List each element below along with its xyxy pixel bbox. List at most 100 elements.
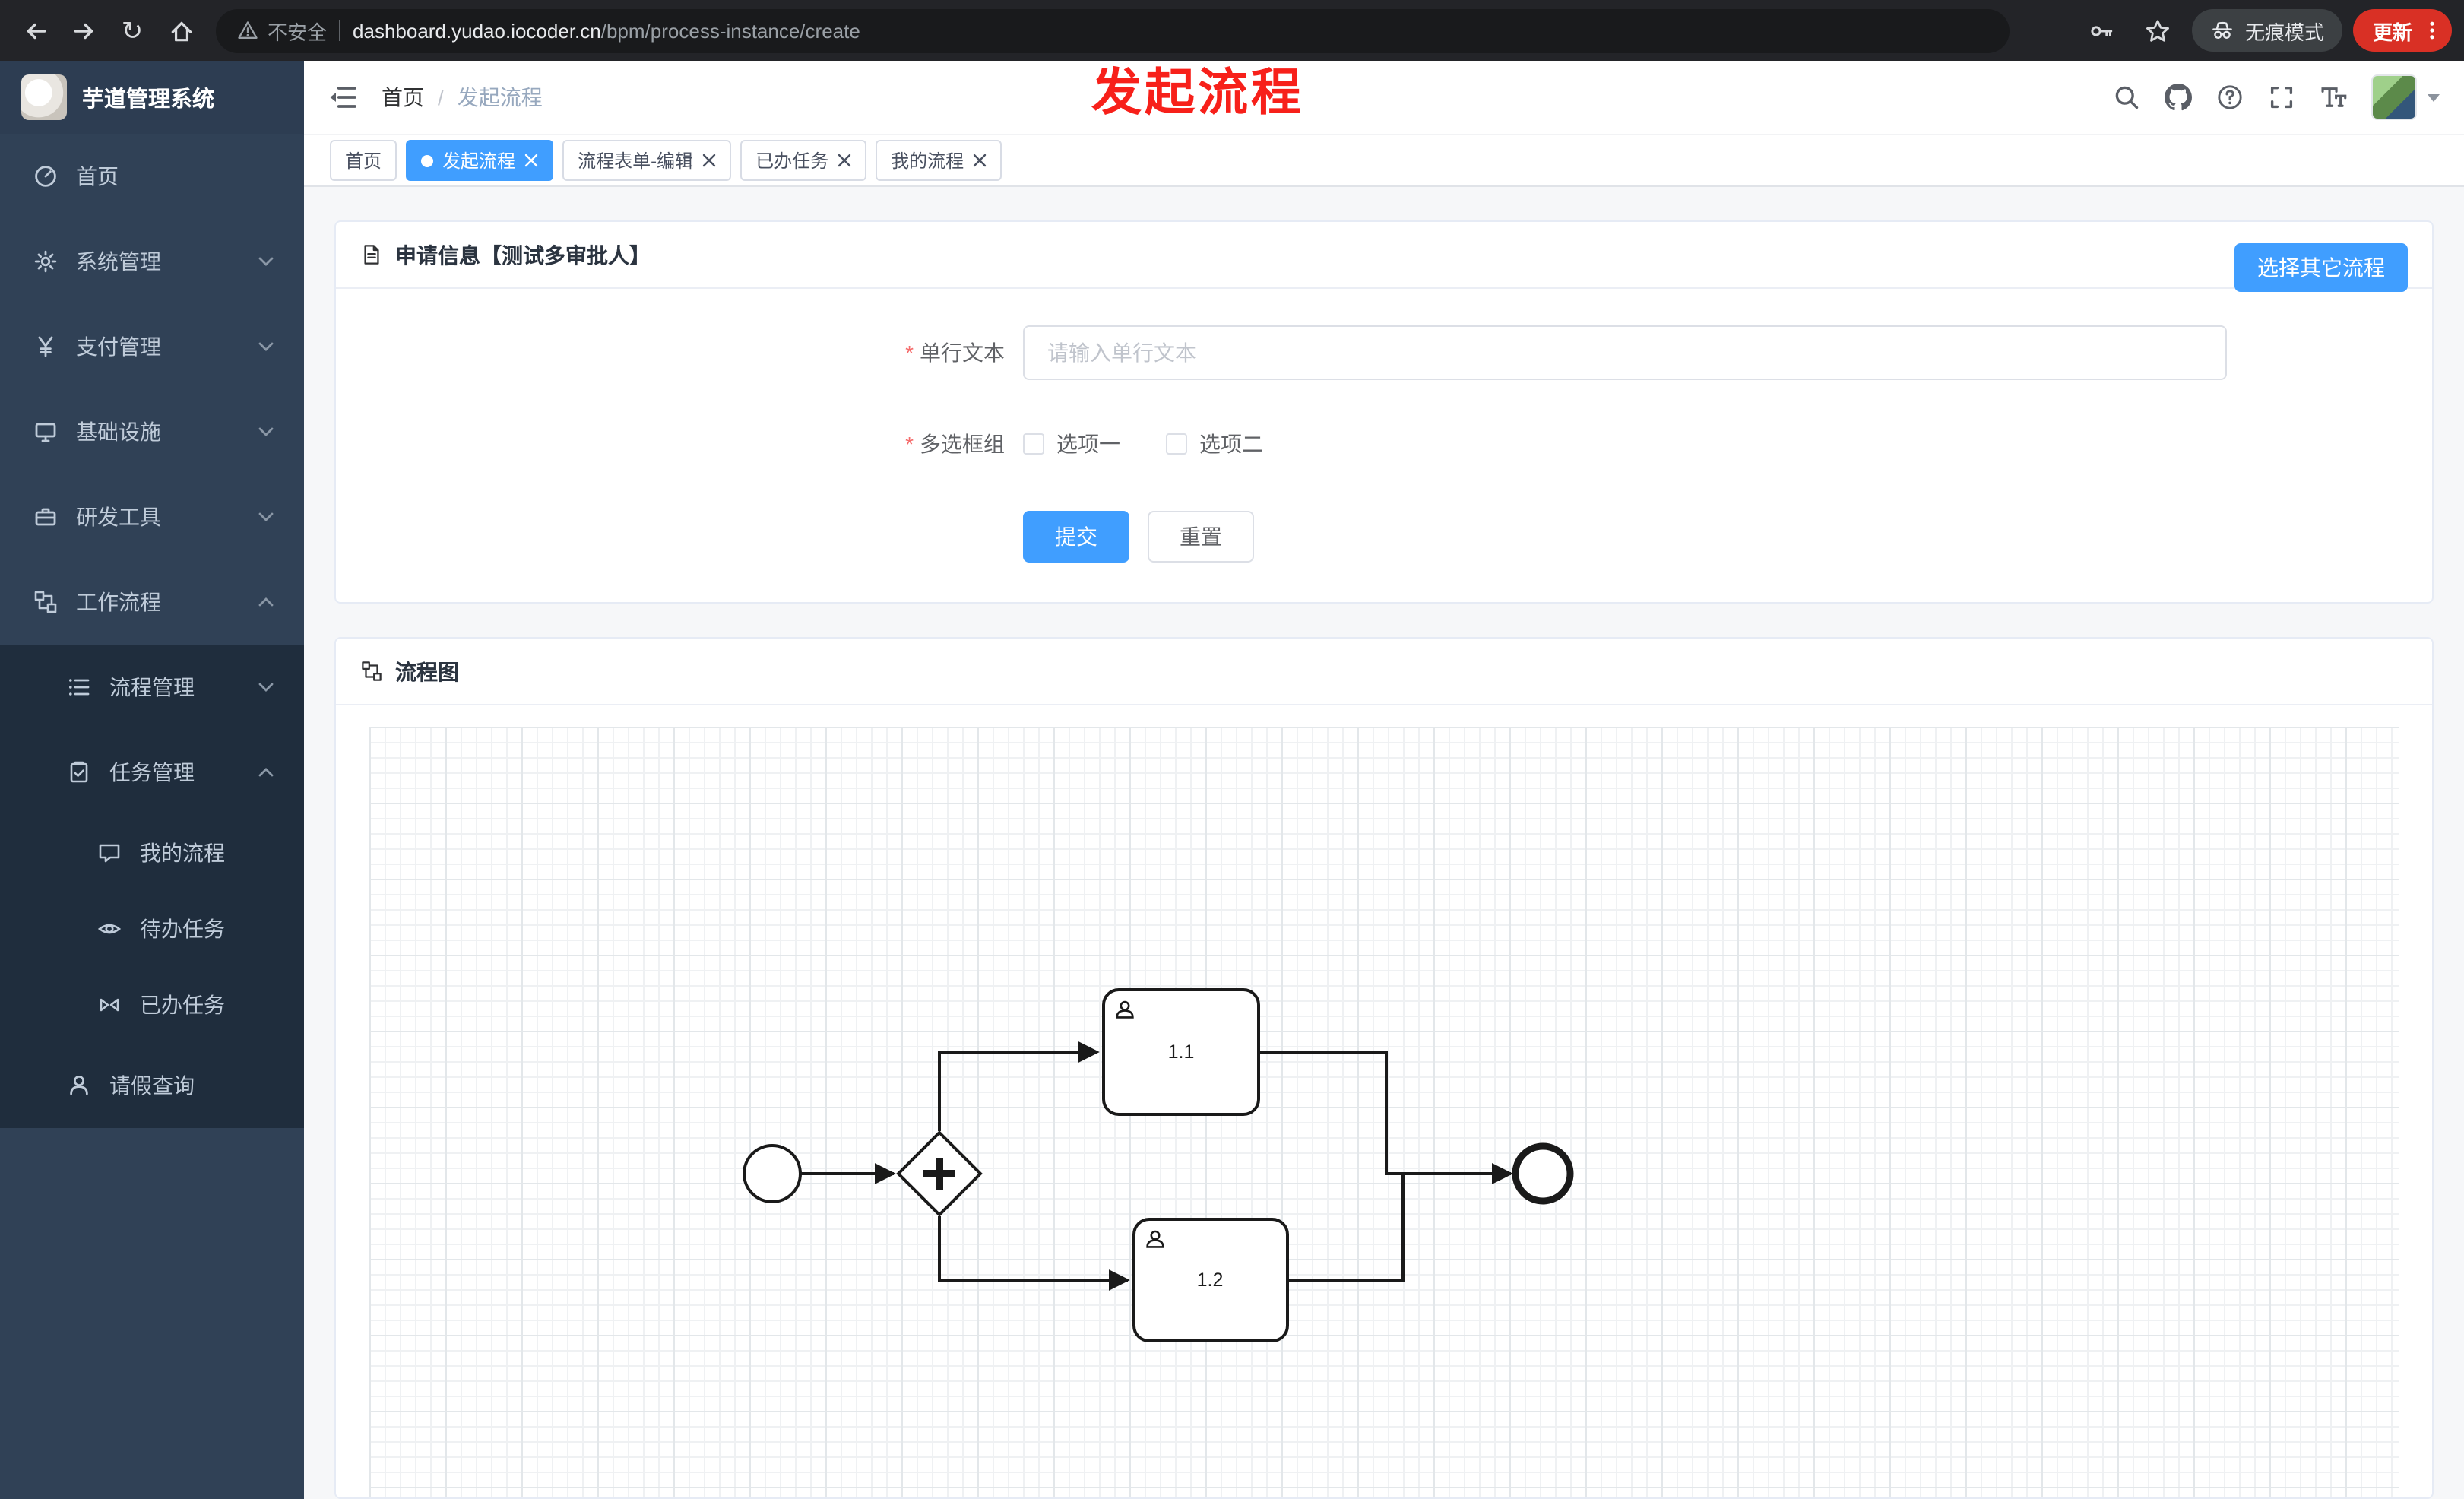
bpmn-canvas[interactable]: 1.1 1.2 <box>369 727 2399 1497</box>
question-circle-icon <box>2218 85 2242 109</box>
bpmn-end-event <box>1512 1142 1574 1205</box>
chat-bubble-icon <box>99 844 120 863</box>
checkbox-group: 选项一 选项二 <box>1023 429 1263 459</box>
fullscreen-icon <box>2270 86 2293 109</box>
list-icon <box>69 679 90 696</box>
page-url: dashboard.yudao.iocoder.cn/bpm/process-i… <box>353 19 860 42</box>
application-info-card: 申请信息【测试多审批人】 选择其它流程 *单行文本 *多选框组 选项一 <box>334 220 2434 604</box>
sidebar-item-todo-tasks[interactable]: 待办任务 <box>0 891 304 967</box>
omnibox-divider <box>339 20 341 41</box>
sidebar-item-payment[interactable]: 支付管理 <box>0 304 304 389</box>
task-label: 1.1 <box>1168 1041 1195 1063</box>
tab-close-icon[interactable] <box>524 154 538 167</box>
checkbox-icon <box>1023 433 1044 455</box>
browser-menu-icon[interactable] <box>2420 18 2444 43</box>
chevron-down-icon <box>258 683 274 692</box>
checkbox-option-1[interactable]: 选项一 <box>1023 429 1120 459</box>
fullscreen-button[interactable] <box>2268 84 2295 111</box>
dashboard-icon <box>35 166 56 187</box>
github-icon <box>2165 84 2192 111</box>
font-size-button[interactable] <box>2320 84 2347 111</box>
flowchart-icon <box>362 661 382 681</box>
bookmark-button[interactable] <box>2136 8 2181 53</box>
document-icon <box>364 245 379 265</box>
update-label: 更新 <box>2372 21 2412 43</box>
sidebar-item-my-process[interactable]: 我的流程 <box>0 815 304 891</box>
password-manager-button[interactable] <box>2079 8 2125 53</box>
update-button[interactable]: 更新 <box>2352 9 2452 52</box>
sidebar-item-devtools[interactable]: 研发工具 <box>0 474 304 559</box>
browser-forward-button[interactable] <box>61 8 106 53</box>
back-arrow-icon <box>26 22 46 39</box>
breadcrumb: 首页 / 发起流程 <box>382 82 543 113</box>
search-button[interactable] <box>2113 84 2140 111</box>
browser-reload-button[interactable]: ↻ <box>109 8 155 53</box>
sidebar-item-label: 工作流程 <box>76 590 161 614</box>
chevron-up-icon <box>258 597 274 607</box>
chevron-up-icon <box>258 768 274 777</box>
reset-button[interactable]: 重置 <box>1148 511 1254 563</box>
security-status[interactable]: 不安全 <box>237 16 327 45</box>
user-menu[interactable] <box>2371 74 2440 120</box>
breadcrumb-separator: / <box>438 85 444 109</box>
tab-start-process[interactable]: 发起流程 <box>406 140 554 181</box>
help-button[interactable] <box>2216 84 2244 111</box>
browser-back-button[interactable] <box>12 8 58 53</box>
sidebar-item-process-mgmt[interactable]: 流程管理 <box>0 645 304 730</box>
sidebar-item-task-mgmt[interactable]: 任务管理 <box>0 730 304 815</box>
single-line-text-input[interactable] <box>1023 325 2227 380</box>
main-area: 首页 / 发起流程 发起流程 <box>304 61 2464 1499</box>
tab-close-icon[interactable] <box>973 154 987 167</box>
sidebar-item-label: 首页 <box>76 164 119 189</box>
select-other-process-button[interactable]: 选择其它流程 <box>2234 243 2408 292</box>
red-annotation-text: 发起流程 <box>1091 64 1304 120</box>
tab-form-edit[interactable]: 流程表单-编辑 <box>562 140 732 181</box>
chevron-down-icon <box>258 257 274 266</box>
app-logo <box>21 74 67 120</box>
incognito-label: 无痕模式 <box>2244 21 2324 43</box>
caret-down-icon <box>2428 93 2440 101</box>
tab-close-icon[interactable] <box>702 154 716 167</box>
yen-icon <box>38 336 53 357</box>
sidebar-item-system[interactable]: 系统管理 <box>0 219 304 304</box>
url-path: /bpm/process-instance/create <box>600 19 860 42</box>
tab-label: 已办任务 <box>755 151 829 172</box>
user-task-icon <box>1146 1230 1164 1248</box>
submit-button[interactable]: 提交 <box>1023 511 1129 563</box>
checkbox-label: 选项二 <box>1199 432 1263 456</box>
sidebar-item-infra[interactable]: 基础设施 <box>0 389 304 474</box>
sidebar-item-label: 请假查询 <box>109 1073 195 1098</box>
app-title: 芋道管理系统 <box>82 87 214 112</box>
breadcrumb-home[interactable]: 首页 <box>382 85 424 109</box>
breadcrumb-current: 发起流程 <box>457 85 543 109</box>
form-row-text: *单行文本 <box>336 325 2432 380</box>
checkbox-option-2[interactable]: 选项二 <box>1166 429 1263 459</box>
tab-done-tasks[interactable]: 已办任务 <box>740 140 867 181</box>
app-logo-row[interactable]: 芋道管理系统 <box>0 61 304 134</box>
sidebar-item-leave-query[interactable]: 请假查询 <box>0 1043 304 1128</box>
sidebar-collapse-button[interactable] <box>328 82 359 113</box>
browser-home-button[interactable] <box>158 8 204 53</box>
tab-home[interactable]: 首页 <box>330 140 397 181</box>
header-actions <box>2113 74 2440 120</box>
star-icon <box>2146 19 2170 41</box>
sidebar-item-workflow[interactable]: 工作流程 <box>0 559 304 645</box>
sidebar-item-home[interactable]: 首页 <box>0 134 304 219</box>
required-mark: * <box>905 432 914 456</box>
tab-label: 发起流程 <box>442 151 516 172</box>
sidebar-item-done-tasks[interactable]: 已办任务 <box>0 967 304 1043</box>
sidebar-item-label: 支付管理 <box>76 334 161 359</box>
chevron-down-icon <box>258 512 274 521</box>
monitor-icon <box>35 423 56 442</box>
bowtie-icon <box>100 998 119 1012</box>
key-icon <box>2092 25 2114 36</box>
warning-triangle-icon <box>238 21 258 39</box>
checkbox-icon <box>1166 433 1187 455</box>
tab-my-process[interactable]: 我的流程 <box>876 140 1002 181</box>
url-domain: dashboard.yudao.iocoder.cn <box>353 19 601 42</box>
reload-icon: ↻ <box>121 16 144 45</box>
tab-close-icon[interactable] <box>838 154 851 167</box>
github-link[interactable] <box>2165 84 2192 111</box>
bpmn-parallel-gateway <box>896 1130 983 1217</box>
address-bar[interactable]: 不安全 dashboard.yudao.iocoder.cn/bpm/proce… <box>216 8 2010 52</box>
